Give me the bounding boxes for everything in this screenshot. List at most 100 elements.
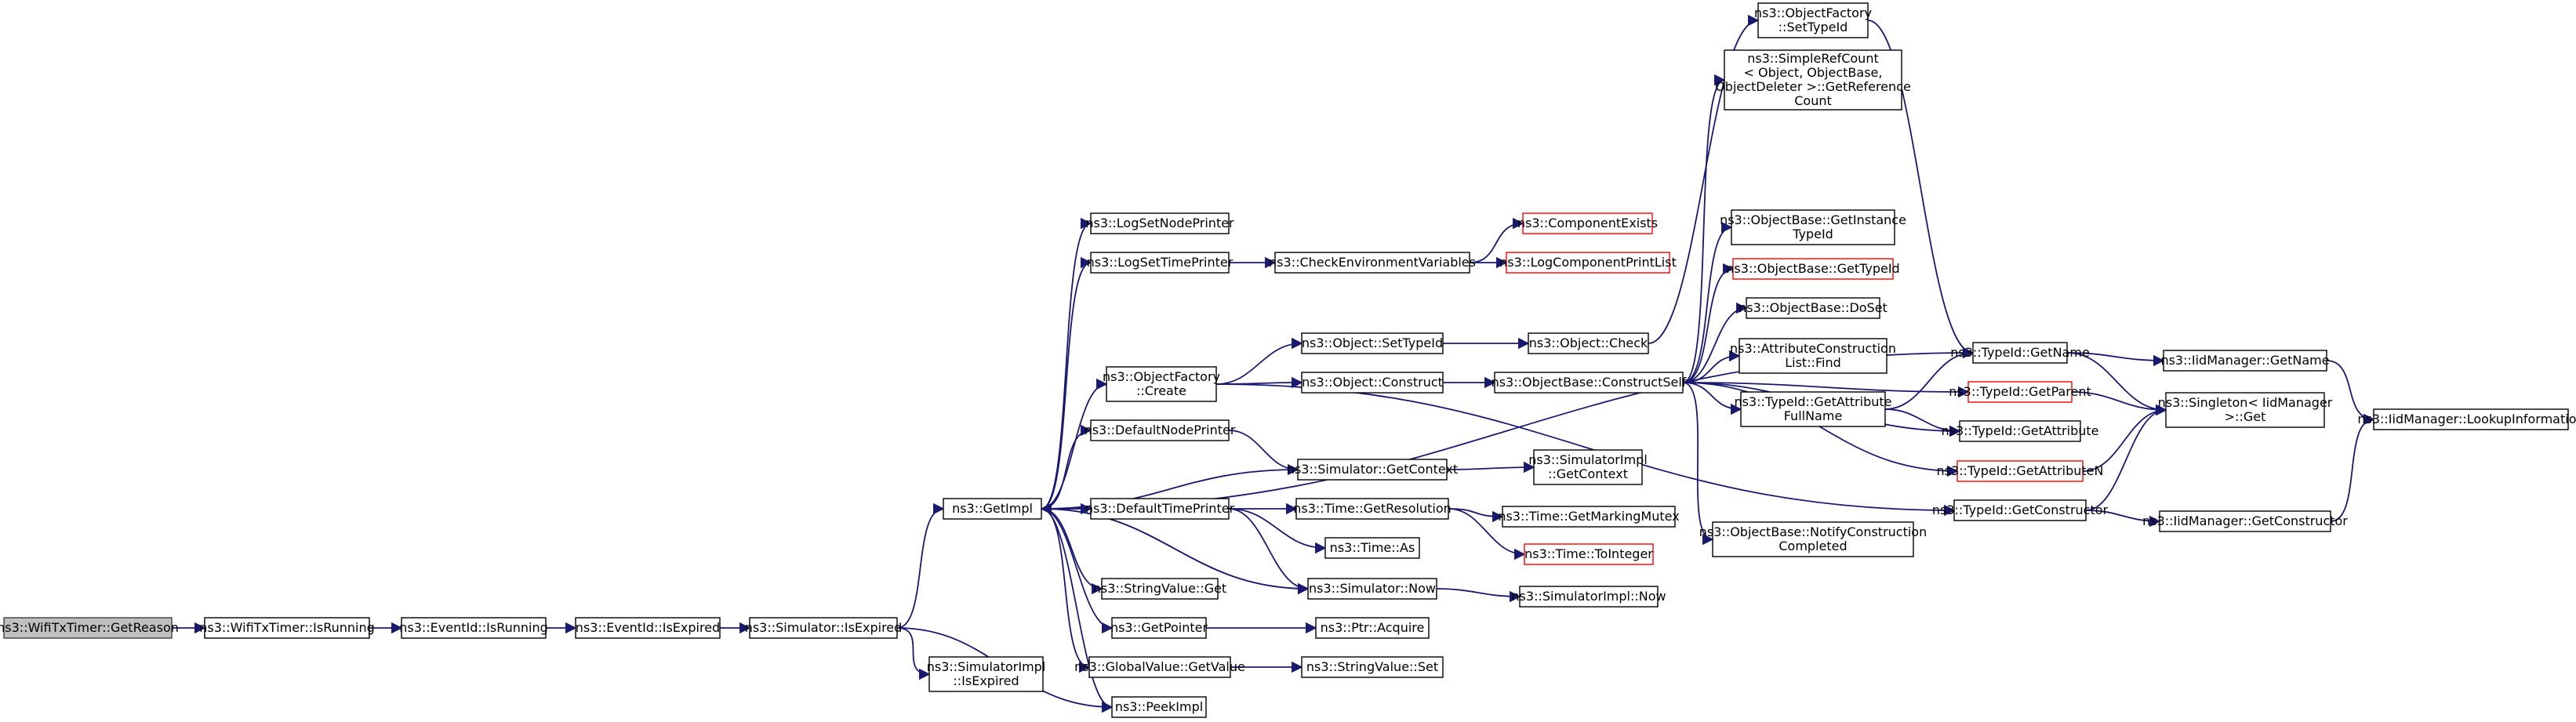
node-box <box>1301 372 1444 394</box>
node-objectbase-notifyconstructioncompleted[interactable]: ns3::ObjectBase::NotifyConstructionCompl… <box>1699 521 1927 557</box>
node-singleton-iidmanager-get[interactable]: ns3::Singleton< IidManager >::Get <box>2158 392 2333 428</box>
node-box <box>1315 617 1430 639</box>
node-box <box>1088 656 1231 678</box>
edge-n6-n14 <box>1041 508 1103 595</box>
node-checkenvironmentvariables[interactable]: ns3::CheckEnvironmentVariables <box>1269 252 1476 274</box>
node-peekimpl[interactable]: ns3::PeekImpl <box>1111 696 1207 718</box>
node-typeid-getattribute[interactable]: ns3::TypeId::GetAttribute <box>1941 420 2099 442</box>
node-simulatorimpl-now[interactable]: ns3::SimulatorImpl::Now <box>1511 586 1666 608</box>
node-globalvalue-getvalue[interactable]: ns3::GlobalValue::GetValue <box>1074 656 1245 678</box>
node-simulatorimpl-isexpired[interactable]: ns3::SimulatorImpl::IsExpired <box>927 656 1046 692</box>
node-iidmanager-getname[interactable]: ns3::IidManager::GetName <box>2160 350 2330 372</box>
edge-n22-n34 <box>1648 14 1760 344</box>
node-objectfactory-create[interactable]: ns3::ObjectFactory::Create <box>1103 366 1220 402</box>
edge-n26-n30 <box>1448 508 1526 561</box>
node-box <box>2373 408 2569 430</box>
edge-n40-n44 <box>1884 408 1961 437</box>
edge-n11-n20 <box>1215 337 1303 385</box>
node-label: ns3::StringValue::Get <box>1093 581 1226 596</box>
edge-n42-n48 <box>2066 352 2167 416</box>
node-box <box>1522 212 1653 234</box>
node-label: ns3::Simulator::IsExpired <box>745 620 903 635</box>
node-logsettimeprinter[interactable]: ns3::LogSetTimePrinter <box>1087 252 1234 274</box>
edge-n23-n36 <box>1682 221 1733 383</box>
node-logcomponentprintlist[interactable]: ns3::LogComponentPrintList <box>1499 252 1677 274</box>
node-time-as[interactable]: ns3::Time::As <box>1324 537 1420 559</box>
node-label: ns3::Simulator::Now <box>1309 581 1436 596</box>
edge-n43-n48 <box>2071 391 2167 416</box>
node-componentexists[interactable]: ns3::ComponentExists <box>1517 212 1658 234</box>
node-label: ns3::StringValue::Set <box>1306 659 1438 674</box>
node-typeid-getparent[interactable]: ns3::TypeId::GetParent <box>1949 381 2091 403</box>
node-wifitxtimer-getreason[interactable]: ns3::WifiTxTimer::GetReason <box>0 617 179 639</box>
edge-n6-n9 <box>1041 217 1092 510</box>
node-simulator-getcontext[interactable]: ns3::Simulator::GetContext <box>1287 459 1458 481</box>
node-box <box>2159 510 2331 532</box>
node-object-construct[interactable]: ns3::Object::Construct <box>1301 372 1444 394</box>
node-typeid-getconstructor[interactable]: ns3::TypeId::GetConstructor <box>1932 499 2109 521</box>
node-label: ::Create <box>1136 383 1186 398</box>
node-objectbase-constructself[interactable]: ns3::ObjectBase::ConstructSelf <box>1491 372 1687 394</box>
node-eventid-isrunning[interactable]: ns3::EventId::IsRunning <box>399 617 548 639</box>
node-time-getresolution[interactable]: ns3::Time::GetResolution <box>1293 498 1451 520</box>
node-time-tointeger[interactable]: ns3::Time::ToInteger <box>1524 543 1654 565</box>
node-objectfactory-settypeid[interactable]: ns3::ObjectFactory::SetTypeId <box>1754 2 1872 38</box>
node-label: ns3::CheckEnvironmentVariables <box>1269 255 1476 270</box>
node-label: ns3::LogComponentPrintList <box>1499 255 1677 270</box>
node-logsetnodeprinter[interactable]: ns3::LogSetNodePrinter <box>1085 212 1234 234</box>
node-objectbase-gettypeid[interactable]: ns3::ObjectBase::GetTypeId <box>1726 258 1900 280</box>
node-typeid-getattributen[interactable]: ns3::TypeId::GetAttributeN <box>1937 460 2104 482</box>
node-box <box>1274 252 1470 274</box>
node-label: ns3::TypeId::GetConstructor <box>1932 502 2109 517</box>
node-label: ns3::SimulatorImpl <box>927 659 1046 674</box>
node-label: Count <box>1794 93 1832 108</box>
node-objectbase-doset[interactable]: ns3::ObjectBase::DoSet <box>1739 297 1887 319</box>
node-eventid-isexpired[interactable]: ns3::EventId::IsExpired <box>575 617 721 639</box>
node-object-check[interactable]: ns3::Object::Check <box>1528 332 1649 354</box>
node-iidmanager-lookupinformation[interactable]: ns3::IidManager::LookupInformation <box>2357 408 2576 430</box>
edge-n6-n11 <box>1041 378 1108 510</box>
node-label: ns3::GetPointer <box>1110 620 1208 635</box>
node-simulatorimpl-getcontext[interactable]: ns3::SimulatorImpl::GetContext <box>1528 449 1648 485</box>
node-defaultnodeprinter[interactable]: ns3::DefaultNodePrinter <box>1085 419 1236 441</box>
node-object-settypeid[interactable]: ns3::Object::SetTypeId <box>1301 332 1444 354</box>
node-box <box>1524 543 1654 565</box>
node-getpointer[interactable]: ns3::GetPointer <box>1110 617 1208 639</box>
node-simulator-isexpired[interactable]: ns3::Simulator::IsExpired <box>745 617 903 639</box>
node-simplerefcount-object-objectbase-objectdeleter-getreferencecount[interactable]: ns3::SimpleRefCount< Object, ObjectBase,… <box>1715 49 1911 111</box>
node-simulator-now[interactable]: ns3::Simulator::Now <box>1307 578 1437 600</box>
edge-n45-n48 <box>2082 404 2167 472</box>
node-box <box>575 617 721 639</box>
node-label: ns3::Ptr::Acquire <box>1321 620 1425 635</box>
node-label: ns3::PeekImpl <box>1115 699 1203 714</box>
node-wifitxtimer-isrunning[interactable]: ns3::WifiTxTimer::IsRunning <box>199 617 375 639</box>
node-defaulttimeprinter[interactable]: ns3::DefaultTimePrinter <box>1085 498 1235 520</box>
node-iidmanager-getconstructor[interactable]: ns3::IidManager::GetConstructor <box>2142 510 2348 532</box>
node-label: ::GetContext <box>1548 466 1628 481</box>
node-box <box>1528 332 1649 354</box>
node-stringvalue-get[interactable]: ns3::StringValue::Get <box>1093 578 1226 600</box>
node-getimpl[interactable]: ns3::GetImpl <box>943 498 1042 520</box>
node-label: Completed <box>1778 539 1847 553</box>
node-ptr-acquire[interactable]: ns3::Ptr::Acquire <box>1315 617 1430 639</box>
node-box <box>401 617 547 639</box>
node-stringvalue-set[interactable]: ns3::StringValue::Set <box>1301 656 1444 678</box>
node-label: ns3::IidManager::GetName <box>2160 353 2329 368</box>
node-box <box>1295 498 1449 520</box>
node-box <box>1090 252 1230 274</box>
edge-n13-n28 <box>1228 508 1310 595</box>
node-time-getmarkingmutex[interactable]: ns3::Time::GetMarkingMutex <box>1498 506 1680 528</box>
node-label: ns3::WifiTxTimer::IsRunning <box>199 620 375 635</box>
node-label: ns3::Object::SetTypeId <box>1302 336 1443 350</box>
edge-n46-n48 <box>2085 404 2167 511</box>
node-typeid-getname[interactable]: ns3::TypeId::GetName <box>1950 342 2090 364</box>
node-box <box>1972 342 2068 364</box>
node-label: ns3::ObjectFactory <box>1754 5 1872 20</box>
node-label: ns3::EventId::IsRunning <box>399 620 548 635</box>
node-label: ns3::TypeId::GetAttribute <box>1734 394 1891 409</box>
node-box <box>928 656 1044 692</box>
node-box <box>1712 521 1914 557</box>
